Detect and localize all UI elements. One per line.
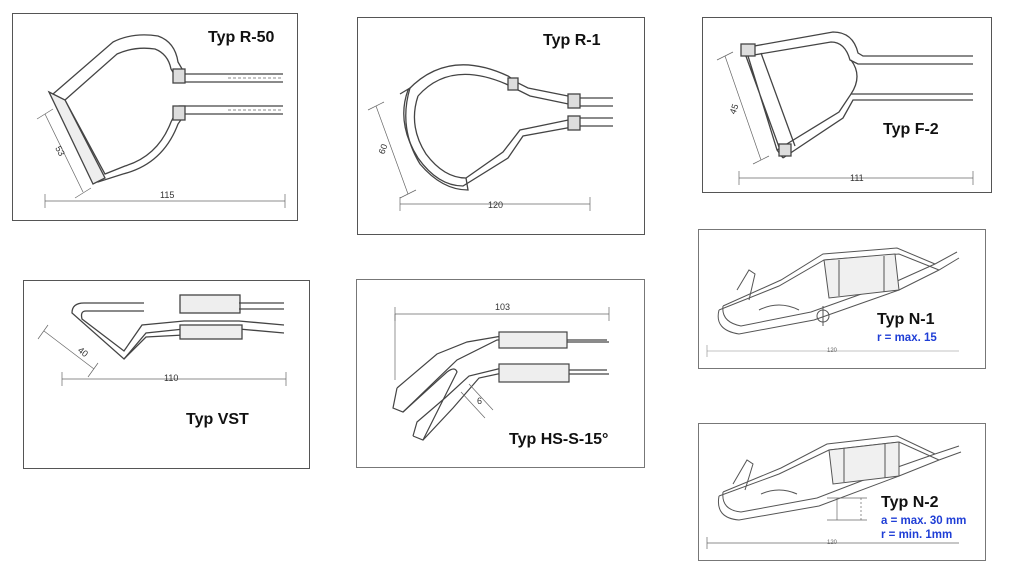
dim-n2-width: 120 xyxy=(827,540,838,546)
spec-n2-a: a = max. 30 mm xyxy=(881,515,967,527)
dim-hss-gap: 6 xyxy=(477,396,483,406)
title-typ-n1: Typ N-1 xyxy=(877,311,935,328)
title-typ-vst: Typ VST xyxy=(186,411,249,428)
title-typ-r1: Typ R-1 xyxy=(543,32,601,49)
dim-hss-width: 103 xyxy=(495,302,511,312)
panel-typ-r50: Typ R-50 115 53 xyxy=(12,13,298,221)
title-typ-r50: Typ R-50 xyxy=(208,29,275,46)
dim-r1-width: 120 xyxy=(488,200,504,210)
drawing-f2 xyxy=(716,31,974,185)
panel-typ-r1: Typ R-1 120 60 xyxy=(357,17,645,235)
drawing-r1 xyxy=(367,64,613,211)
spec-n2-radius: r = min. 1mm xyxy=(881,529,953,541)
panel-typ-n2: Typ N-2 a = max. 30 mm r = min. 1mm 120 xyxy=(698,423,986,561)
spec-n1-radius: r = max. 15 xyxy=(877,332,937,344)
dim-vst-width: 110 xyxy=(164,373,179,383)
panel-typ-n1: Typ N-1 r = max. 15 120 xyxy=(698,229,986,369)
title-typ-n2: Typ N-2 xyxy=(881,494,939,511)
drawing-n1 xyxy=(706,247,960,357)
panel-typ-f2: Typ F-2 111 45 xyxy=(702,17,992,193)
drawing-vst xyxy=(37,294,287,386)
dim-f2-width: 111 xyxy=(850,173,864,183)
title-typ-f2: Typ F-2 xyxy=(883,121,939,138)
title-typ-hss: Typ HS-S-15° xyxy=(509,431,609,448)
dim-r50-width: 115 xyxy=(160,190,175,200)
dim-n1-width: 120 xyxy=(827,348,838,354)
drawing-r50 xyxy=(36,34,286,208)
panel-typ-hss: Typ HS-S-15° 103 6 xyxy=(356,279,645,468)
panel-typ-vst: Typ VST 110 40 xyxy=(23,280,310,469)
drawing-hss xyxy=(392,307,610,441)
drawing-n2 xyxy=(706,435,962,549)
